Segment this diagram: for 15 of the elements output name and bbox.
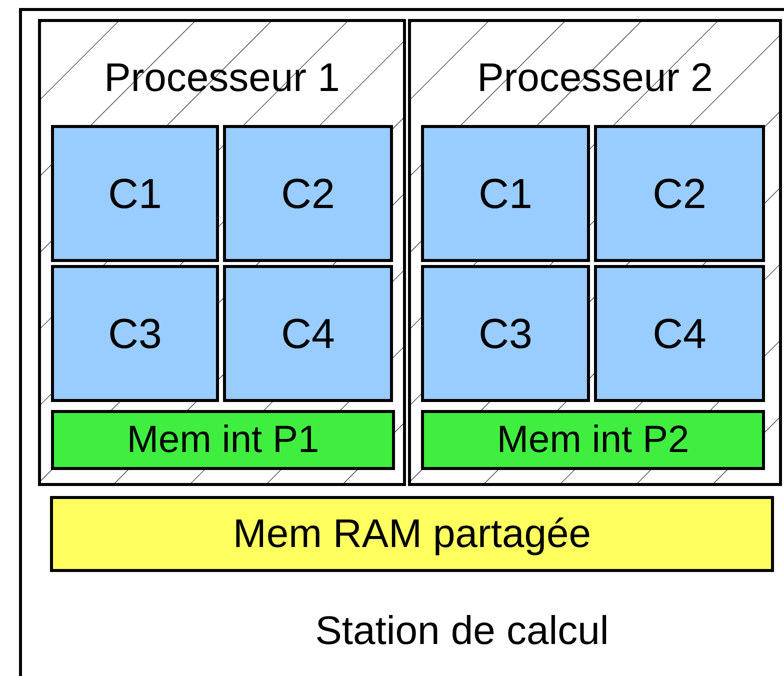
station-frame — [19, 8, 784, 676]
memory-box: Mem int P1 — [51, 410, 395, 470]
core-box: C4 — [223, 265, 393, 402]
shared-memory-box: Mem RAM partagée — [50, 496, 774, 572]
core-box: C3 — [51, 265, 219, 402]
processor-box — [408, 19, 782, 486]
core-box: C4 — [594, 265, 765, 402]
core-box: C3 — [421, 265, 590, 402]
core-box: C2 — [223, 125, 393, 262]
station-label: Station de calcul — [314, 611, 610, 651]
core-box: C1 — [51, 125, 219, 262]
core-box: C1 — [421, 125, 590, 262]
memory-box: Mem int P2 — [421, 410, 765, 470]
processor-box — [38, 19, 406, 486]
core-box: C2 — [594, 125, 765, 262]
